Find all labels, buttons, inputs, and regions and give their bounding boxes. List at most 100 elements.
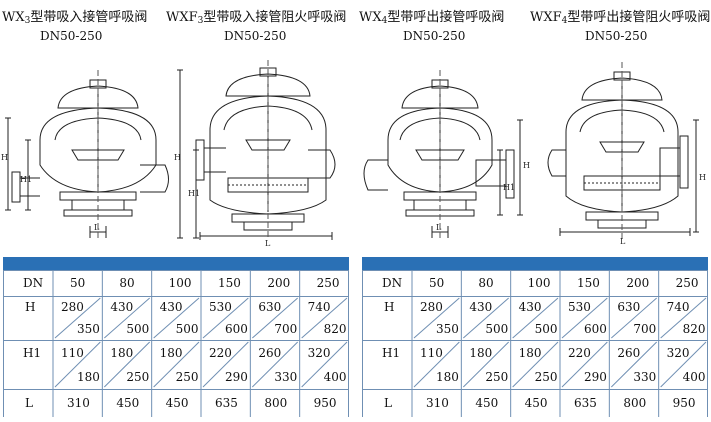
row-label-l: L	[384, 396, 392, 410]
dn-range-wx3: DN50-250	[40, 29, 103, 43]
l-value: 310	[426, 396, 449, 410]
h1-min-value: 180	[469, 346, 493, 360]
row-label-h1: H1	[23, 346, 42, 360]
diagonal-line	[512, 297, 559, 339]
l-value: 450	[165, 396, 189, 410]
title-wxf4-sub: 4	[561, 16, 568, 26]
diagonal-line	[611, 297, 657, 339]
h1-min-value: 180	[159, 346, 183, 360]
diagonal-line	[413, 297, 460, 339]
label-h-wx4: H	[523, 161, 530, 170]
title-wx4-post: 型带呼出接管呼吸阀	[387, 10, 505, 25]
title-wxf3: WXF3型带吸入接管阻火呼吸阀	[166, 6, 346, 26]
valve-drawings: H H1 L H H1 L H H1 L H L	[1, 60, 706, 248]
diagonal-line	[104, 297, 150, 339]
diagonal-line	[462, 341, 510, 388]
dn-range-wx4: DN50-250	[403, 29, 466, 43]
diagonal-line	[252, 297, 298, 339]
h1-min-value: 320	[307, 346, 331, 360]
l-value: 450	[475, 396, 499, 410]
valve-drawing-wx4	[363, 70, 523, 240]
h1-min-value: 320	[666, 346, 690, 360]
diagonal-line	[103, 341, 151, 388]
h1-min-value: 180	[110, 346, 134, 360]
l-value: 950	[672, 396, 696, 410]
title-wxf3-pre: WXF	[166, 10, 198, 25]
h1-max-value: 290	[584, 370, 607, 384]
h1-max-value: 400	[323, 370, 347, 384]
title-wx3: WX3型带吸入接管呼吸阀	[2, 6, 147, 26]
title-wx3-sub: 3	[24, 16, 31, 26]
diagonal-line	[413, 341, 460, 388]
h1-min-value: 110	[61, 346, 84, 360]
h1-max-value: 290	[225, 370, 248, 384]
diagonal-line	[301, 297, 348, 339]
table-header-band	[362, 257, 708, 270]
h-min-value: 630	[617, 300, 641, 314]
title-wxf3-post: 型带吸入接管阻火呼吸阀	[203, 10, 347, 25]
dn-range-wxf3: DN50-250	[224, 29, 287, 43]
dn-value: 50	[70, 276, 86, 290]
h-max-value: 500	[175, 322, 199, 336]
h-min-value: 740	[307, 300, 331, 314]
h1-max-value: 250	[485, 370, 509, 384]
h1-max-value: 250	[534, 370, 558, 384]
h-max-value: 820	[682, 322, 706, 336]
l-value: 800	[264, 396, 288, 410]
h1-max-value: 400	[682, 370, 706, 384]
table-header-dn: DN	[382, 276, 403, 290]
row-label-h: H	[384, 300, 395, 314]
h-max-value: 600	[584, 322, 607, 336]
row-label-l: L	[25, 396, 33, 410]
dn-value: 250	[316, 276, 340, 290]
label-l-wx3: L	[94, 223, 100, 232]
label-l-wxf3: L	[265, 239, 271, 248]
l-value: 450	[116, 396, 140, 410]
h-max-value: 500	[534, 322, 558, 336]
h-min-value: 430	[110, 300, 134, 314]
label-h1-wx3: H1	[20, 175, 32, 184]
h-max-value: 500	[485, 322, 509, 336]
diagonal-line	[202, 297, 249, 339]
h1-min-value: 220	[568, 346, 591, 360]
dn-value: 80	[119, 276, 135, 290]
diagonal-line	[660, 341, 707, 388]
title-wx4: WX4型带呼出接管呼吸阀	[359, 6, 504, 26]
dn-value: 50	[429, 276, 445, 290]
h-min-value: 530	[209, 300, 232, 314]
title-wxf4: WXF4型带呼出接管阻火呼吸阀	[530, 6, 710, 26]
h1-max-value: 180	[436, 370, 459, 384]
l-value: 800	[623, 396, 647, 410]
diagonal-line	[561, 341, 608, 388]
label-l-wxf4: L	[620, 237, 626, 246]
h-max-value: 600	[225, 322, 248, 336]
l-value: 310	[67, 396, 90, 410]
h-min-value: 740	[666, 300, 690, 314]
l-value: 635	[574, 396, 597, 410]
h1-max-value: 250	[126, 370, 150, 384]
label-h-wxf3: H	[174, 153, 181, 162]
h1-min-value: 180	[518, 346, 542, 360]
diagonal-line	[561, 297, 608, 339]
dn-value: 100	[168, 276, 192, 290]
row-label-h1: H1	[382, 346, 401, 360]
diagonal-line	[54, 341, 101, 388]
dn-value: 200	[267, 276, 291, 290]
title-wx3-post: 型带吸入接管呼吸阀	[30, 10, 148, 25]
table-header-dn: DN	[23, 276, 44, 290]
h-min-value: 430	[469, 300, 493, 314]
l-value: 950	[313, 396, 337, 410]
h-min-value: 530	[568, 300, 591, 314]
l-value: 635	[215, 396, 238, 410]
table-header-band	[3, 257, 349, 270]
h-min-value: 630	[258, 300, 282, 314]
label-l-wx4: L	[436, 223, 442, 232]
diagonal-line	[610, 341, 658, 388]
dn-range-wxf4: DN50-250	[585, 29, 648, 43]
dn-value: 80	[478, 276, 494, 290]
h-max-value: 350	[77, 322, 100, 336]
h1-max-value: 330	[274, 370, 298, 384]
h-min-value: 280	[61, 300, 84, 314]
diagonal-line	[301, 341, 348, 388]
